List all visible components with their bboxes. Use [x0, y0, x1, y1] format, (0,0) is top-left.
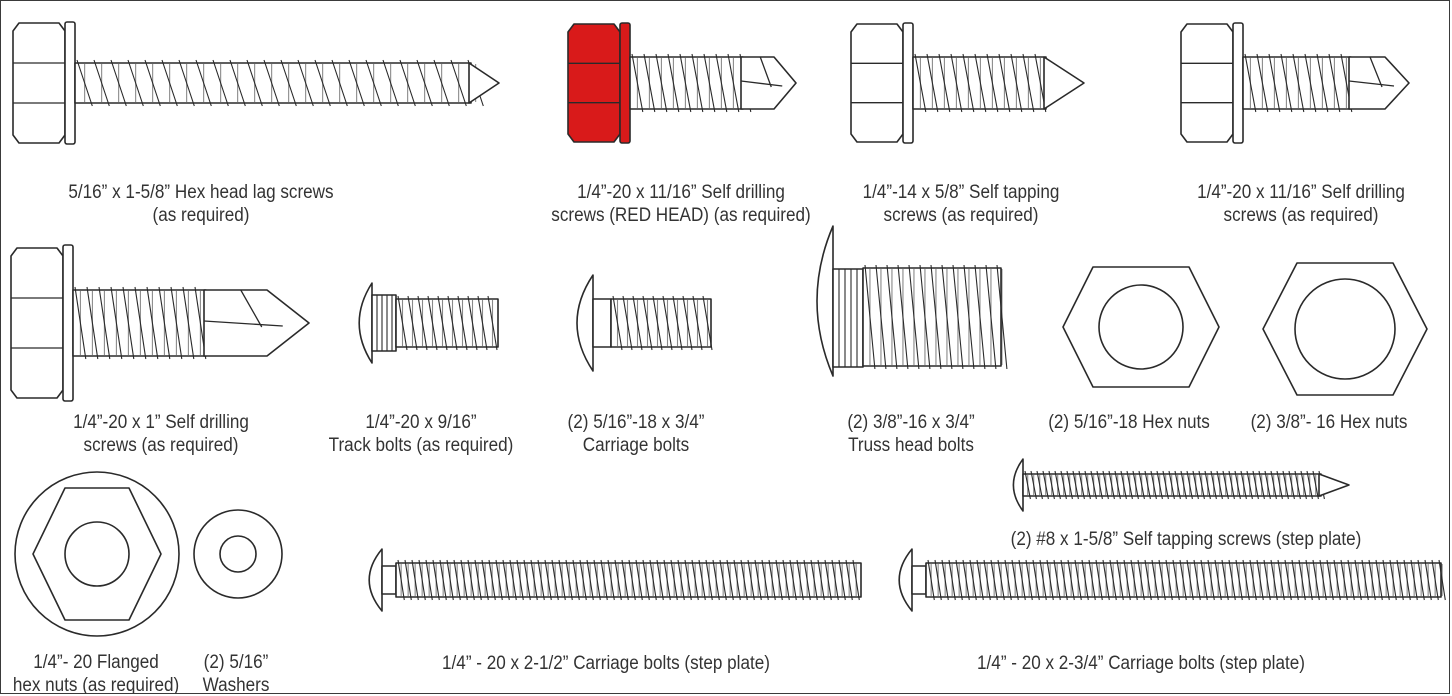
caption-line: 1/4”-20 x 9/16” [365, 412, 477, 433]
caption-line: (2) #8 x 1-5/8” Self tapping screws (ste… [1010, 529, 1362, 550]
caption-washer: (2) 5/16” Washers [182, 651, 290, 694]
caption-line: screws (as required) [883, 205, 1039, 226]
caption-hexnut38: (2) 3/8”- 16 Hex nuts [1239, 411, 1419, 434]
carriage-bolt-icon [576, 274, 713, 372]
caption-line: 1/4” - 20 x 2-1/2” Carriage bolts (step … [442, 653, 770, 674]
caption-line: screws (as required) [1223, 205, 1379, 226]
caption-line: 1/4”- 20 Flanged [33, 652, 159, 673]
caption-track: 1/4”-20 x 9/16”Track bolts (as required) [313, 411, 529, 457]
caption-line: (2) 3/8”- 16 Hex nuts [1250, 412, 1408, 433]
caption-line: Carriage bolts [582, 435, 690, 456]
long-carriage-bolt-icon [368, 548, 862, 612]
caption-line: screws (as required) [83, 435, 239, 456]
caption-line: 1/4”-20 x 11/16” Self drilling [577, 182, 785, 203]
washer-icon [193, 509, 283, 599]
caption-line: (as required) [152, 205, 250, 226]
track-bolt-icon [358, 282, 499, 364]
caption-line: Truss head bolts [848, 435, 974, 456]
caption-line: Track bolts (as required) [328, 435, 514, 456]
caption-carriage212: 1/4” - 20 x 2-1/2” Carriage bolts (step … [381, 652, 831, 675]
self-tapping-step-plate-screw-icon [1012, 458, 1350, 512]
caption-line: 1/4”-14 x 5/8” Self tapping [862, 182, 1060, 203]
long-self-drilling-screw-icon [10, 244, 310, 402]
caption-step8: (2) #8 x 1-5/8” Self tapping screws (ste… [975, 528, 1398, 551]
caption-line: 5/16” x 1-5/8” Hex head lag screws [68, 182, 334, 203]
hex-head-self-tapping-screw-icon [850, 22, 1085, 144]
caption-line: (2) 3/8”-16 x 3/4” [847, 412, 975, 433]
hex-head-self-drilling-screw-icon [1180, 22, 1410, 144]
red-hex-head-self-drilling-screw-icon [567, 22, 797, 144]
caption-carriage34: (2) 5/16”-18 x 3/4”Carriage bolts [542, 411, 731, 457]
hex-nut-icon [1062, 266, 1220, 388]
caption-line: hex nuts (as required) [12, 675, 180, 694]
long-carriage-bolt-icon [898, 548, 1446, 612]
truss-head-bolt-icon [816, 225, 1008, 377]
caption-line: screws (RED HEAD) (as required) [551, 205, 811, 226]
caption-line: (2) 5/16”-18 x 3/4” [567, 412, 705, 433]
caption-line: 1/4” - 20 x 2-3/4” Carriage bolts (step … [977, 653, 1305, 674]
flanged-hex-nut-icon [14, 471, 180, 637]
caption-lag: 5/16” x 1-5/8” Hex head lag screws(as re… [39, 181, 363, 227]
caption-hexnut516: (2) 5/16”-18 Hex nuts [1035, 411, 1224, 434]
caption-line: (2) 5/16”-18 Hex nuts [1048, 412, 1210, 433]
caption-carriage234: 1/4” - 20 x 2-3/4” Carriage bolts (step … [916, 652, 1366, 675]
hex-head-lag-screw-icon [12, 21, 500, 145]
caption-line: (2) 5/16” [203, 652, 269, 673]
caption-truss: (2) 3/8”-16 x 3/4”Truss head bolts [812, 411, 1010, 457]
hex-nut-large-icon [1262, 262, 1428, 396]
caption-line: Washers [202, 675, 270, 694]
caption-line: 1/4”-20 x 1” Self drilling [73, 412, 249, 433]
caption-flanged: 1/4”- 20 Flanged hex nuts (as required) [11, 651, 182, 694]
caption-line: 1/4”-20 x 11/16” Self drilling [1197, 182, 1405, 203]
